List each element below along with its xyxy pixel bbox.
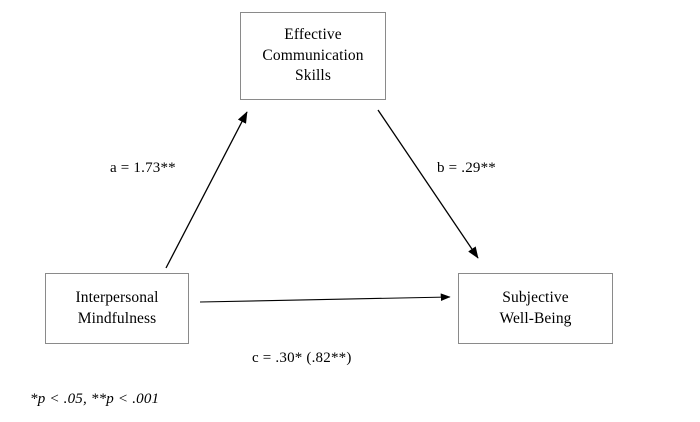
path-a-arrow — [165, 111, 248, 269]
node-predictor-label: Interpersonal Mindfulness — [75, 289, 159, 327]
node-mediator-label: Effective Communication Skills — [262, 26, 364, 85]
path-c-arrow — [199, 293, 451, 303]
path-b-label: b = .29** — [437, 160, 497, 176]
significance-footnote: *p < .05, **p < .001 — [30, 391, 160, 407]
path-c-label: c = .30* (.82**) — [252, 350, 352, 366]
node-predictor-interpersonal-mindfulness: Interpersonal Mindfulness — [45, 273, 189, 344]
node-outcome-label: Subjective Well-Being — [499, 289, 572, 327]
path-b-arrow — [377, 109, 479, 259]
node-outcome-subjective-well-being: Subjective Well-Being — [458, 273, 613, 344]
node-mediator-effective-communication-skills: Effective Communication Skills — [240, 12, 386, 100]
path-a-label: a = 1.73** — [110, 160, 176, 176]
